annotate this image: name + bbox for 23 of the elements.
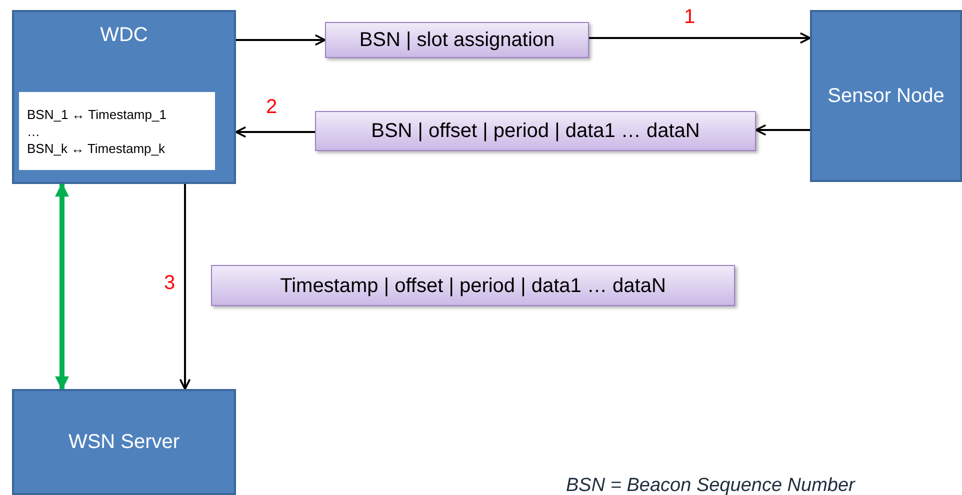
message-text: BSN | slot assignation [359,28,555,53]
arrow [179,184,191,390]
entity-box [12,389,236,495]
mapping-entry: BSN_k ↔ Timestamp_k [27,140,166,156]
entity-box [12,10,236,184]
footnote: BSN = Beacon Sequence Number [566,474,855,495]
message-box [315,111,756,151]
entity-label: Sensor Node [828,84,944,109]
message-box [325,22,589,58]
message-box [211,265,735,306]
arrow [55,182,69,390]
message-text: BSN | offset | period | data1 … dataN [371,119,700,144]
mapping-entry: BSN_1 ↔ Timestamp_1 [27,106,168,122]
entity-box [810,10,962,182]
arrow [235,126,315,138]
entity-label: WSN Server [68,430,180,455]
message-text: Timestamp | offset | period | data1 … dataN [280,274,666,298]
mapping-table-box [19,92,215,170]
arrow [755,124,810,136]
arrow [589,32,811,44]
arrow [236,34,326,46]
entity-label: WDC [100,23,148,48]
mapping-entry: … [27,122,41,140]
